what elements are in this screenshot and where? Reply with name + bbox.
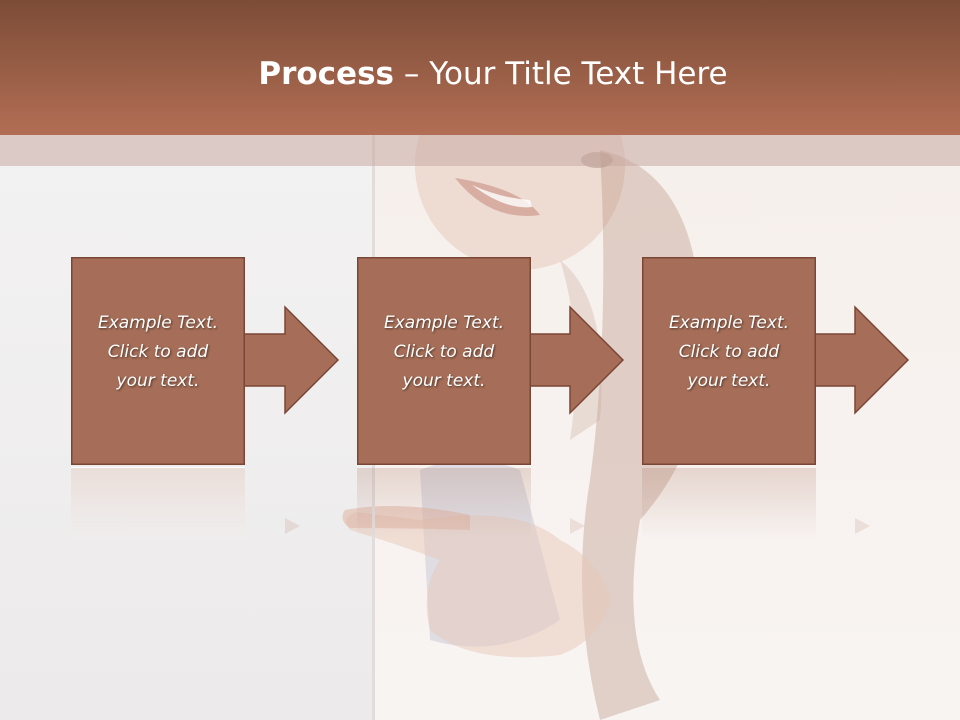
header-band xyxy=(0,135,960,166)
slide-title[interactable]: Process – Your Title Text Here xyxy=(0,52,960,96)
title-rest: – Your Title Text Here xyxy=(394,56,728,92)
arrow-box-shape xyxy=(357,257,625,465)
arrow-box-shape xyxy=(71,257,340,465)
process-step-3[interactable]: Example Text. Click to add your text. xyxy=(642,257,922,557)
step-text[interactable]: Example Text. Click to add your text. xyxy=(383,313,505,391)
arrow-box-shape xyxy=(642,257,910,465)
title-bar: Process – Your Title Text Here xyxy=(0,0,960,135)
process-step-1[interactable]: Example Text. Click to add your text. xyxy=(71,257,341,557)
title-bold: Process xyxy=(258,56,394,92)
step-text[interactable]: Example Text. Click to add your text. xyxy=(97,313,219,391)
process-step-2[interactable]: Example Text. Click to add your text. xyxy=(357,257,627,557)
step-reflections xyxy=(71,468,870,538)
step-text[interactable]: Example Text. Click to add your text. xyxy=(668,313,790,391)
